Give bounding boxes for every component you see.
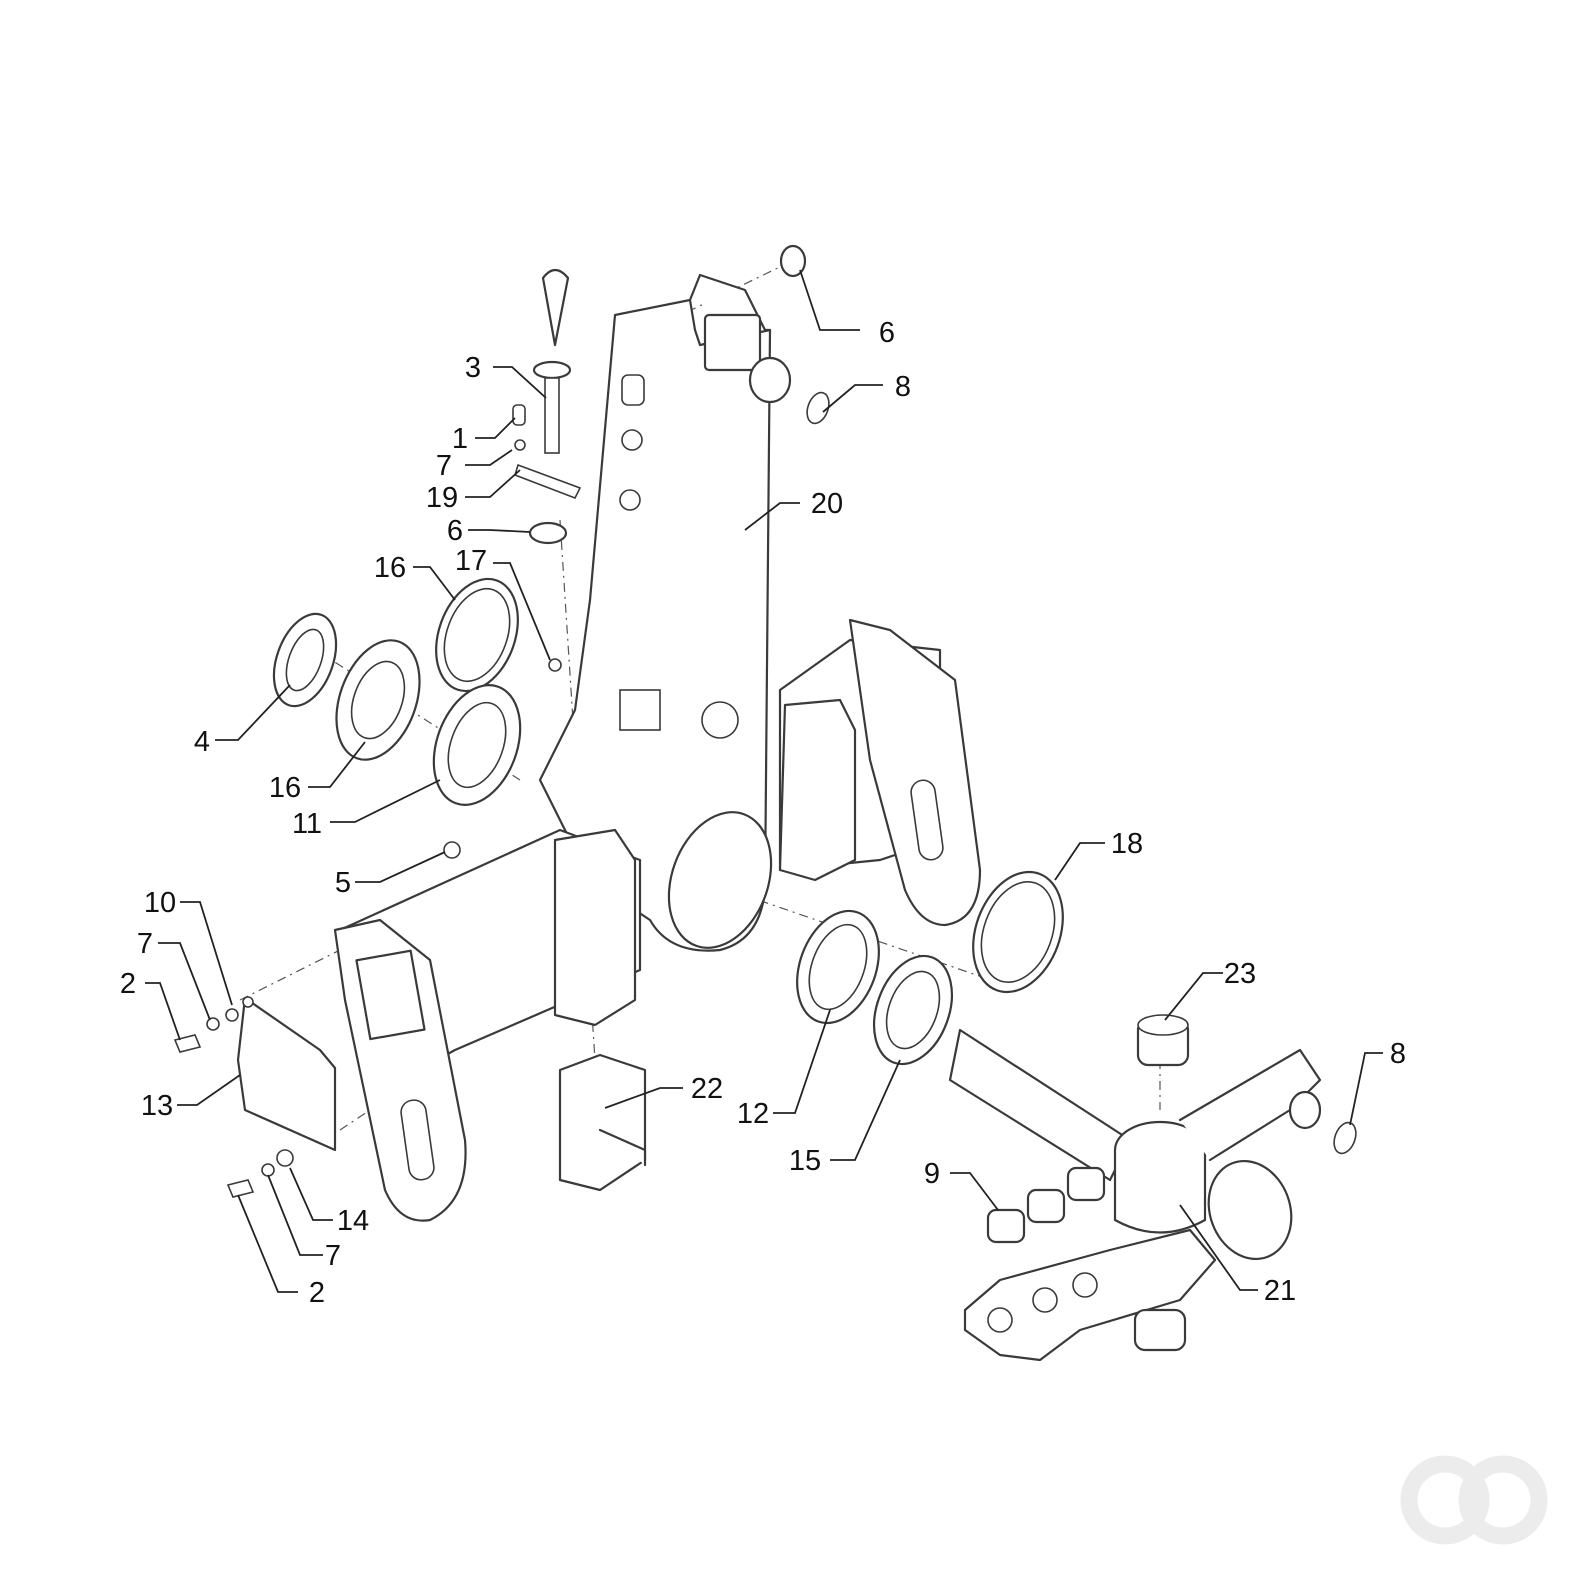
part-bushings [986, 1014, 1190, 1352]
callout-10: 10 [144, 887, 176, 919]
callout-12: 12 [737, 1098, 769, 1130]
callout-16-low: 16 [269, 772, 301, 804]
brand-logo-icon [1400, 1455, 1548, 1545]
callout-5: 5 [335, 867, 351, 899]
callout-7-upper: 7 [436, 450, 452, 482]
callout-20: 20 [811, 488, 843, 520]
callout-6-top: 6 [879, 317, 895, 349]
part-rings [272, 244, 1357, 1155]
callout-2-low: 2 [309, 1277, 325, 1309]
callout-7-left: 7 [137, 928, 153, 960]
callout-9: 9 [924, 1158, 940, 1190]
callout-21: 21 [1264, 1275, 1296, 1307]
callout-22: 22 [691, 1073, 723, 1105]
callout-13: 13 [141, 1090, 173, 1122]
callout-16-top: 16 [374, 552, 406, 584]
callout-11: 11 [292, 808, 322, 840]
part-small-hardware [173, 268, 582, 1198]
callout-14: 14 [337, 1205, 369, 1237]
callout-labels: 6 8 3 1 7 19 20 6 16 17 4 16 11 18 5 10 … [120, 317, 1406, 1309]
callout-23: 23 [1224, 958, 1256, 990]
callout-1: 1 [452, 423, 468, 455]
callout-19: 19 [426, 482, 458, 514]
callout-8-right: 8 [1390, 1038, 1406, 1070]
part-20-arm [538, 273, 792, 952]
callout-15: 15 [789, 1145, 821, 1177]
callout-8-top: 8 [895, 371, 911, 403]
callout-7-low: 7 [325, 1240, 341, 1272]
callout-18: 18 [1111, 828, 1143, 860]
callout-6-mid: 6 [447, 515, 463, 547]
callout-2-top: 2 [120, 968, 136, 1000]
callout-17: 17 [455, 545, 487, 577]
leader-lines [145, 269, 1383, 1293]
callout-4: 4 [194, 726, 210, 758]
part-22-bracket [553, 698, 857, 1192]
part-21-axle [948, 1028, 1322, 1362]
callout-3: 3 [465, 352, 481, 384]
